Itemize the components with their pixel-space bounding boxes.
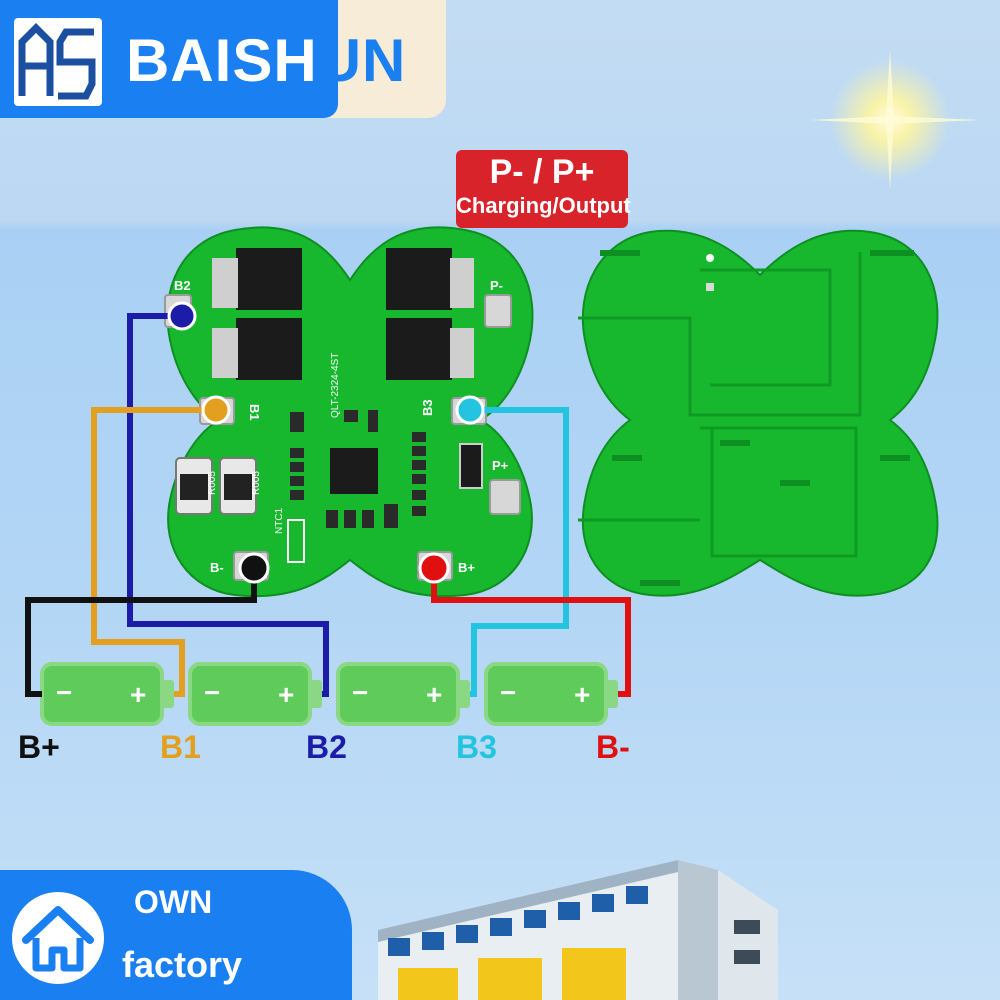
factory-text: factory (122, 944, 243, 985)
diode-d2 (459, 443, 483, 489)
wire-bminus (25, 570, 257, 697)
sun-glare-icon (810, 50, 980, 190)
pad-pminus-label: P- (490, 278, 503, 293)
brand-name-head: BAISH (126, 27, 318, 94)
wire-b2 (127, 313, 329, 697)
factory-building-illustration (378, 860, 778, 1000)
mosfet-qd1 (236, 248, 302, 310)
wire-b3 (470, 407, 569, 697)
wire-bminus-dot (238, 552, 270, 584)
battery-cell (336, 662, 470, 726)
wire-bplus-dot (418, 552, 450, 584)
brand-name: BAISHUN (126, 28, 406, 94)
pad-b2-label: B2 (174, 278, 191, 293)
mosfet-qc2 (386, 318, 452, 380)
ntc-label: NTC1 (274, 507, 285, 534)
wire-bplus (431, 570, 631, 697)
pad-pminus (484, 294, 512, 328)
label-b2: B2 (306, 729, 347, 765)
cell2-minus: − (204, 677, 220, 708)
own-text: OWN (134, 884, 213, 920)
brand-name-tail: UN (317, 27, 407, 94)
label-bminus: B- (596, 729, 630, 765)
label-bplus: B+ (18, 729, 60, 765)
wire-b1 (91, 407, 216, 697)
output-label-title: P- / P+ (489, 153, 595, 191)
cell2-plus: + (278, 679, 294, 710)
cell3-plus: + (426, 679, 442, 710)
mosfet-qc1 (386, 248, 452, 310)
board-model: QLT-2324-4ST (330, 353, 341, 418)
house-icon (12, 892, 104, 984)
pad-pplus-label: P+ (492, 458, 509, 473)
output-label: P- / P+ Charging/Output (456, 150, 631, 228)
battery-pack: − + − + − + − + (40, 662, 618, 726)
resistor-code-left: R005 (207, 471, 218, 495)
output-label-subtitle: Charging/Output (456, 193, 631, 218)
cell1-minus: − (56, 677, 72, 708)
ntc-footprint (287, 519, 305, 563)
battery-cell (188, 662, 322, 726)
label-b1: B1 (160, 729, 201, 765)
pad-b3-label: B3 (420, 399, 435, 416)
pcb-back (578, 229, 939, 597)
pad-bminus-label: B- (210, 560, 224, 575)
pcb-front: R005 R005 B2 P- B1 B3 P+ B- B+ QLT-2324-… (164, 226, 534, 598)
wire-b3-dot (455, 395, 485, 425)
wire-b2-dot (167, 301, 197, 331)
pad-pplus (489, 479, 521, 515)
battery-cell (40, 662, 174, 726)
pad-b1-label: B1 (247, 404, 262, 421)
cell1-plus: + (130, 679, 146, 710)
battery-cell (484, 662, 618, 726)
ic-u1 (330, 448, 378, 494)
pad-bplus-label: B+ (458, 560, 475, 575)
label-b3: B3 (456, 729, 497, 765)
cell3-minus: − (352, 677, 368, 708)
cell4-minus: − (500, 677, 516, 708)
resistor-code-right: R005 (251, 471, 262, 495)
hs-monogram-icon (14, 18, 102, 106)
wire-b1-dot (201, 395, 231, 425)
cell4-plus: + (574, 679, 590, 710)
mosfet-qd2 (236, 318, 302, 380)
